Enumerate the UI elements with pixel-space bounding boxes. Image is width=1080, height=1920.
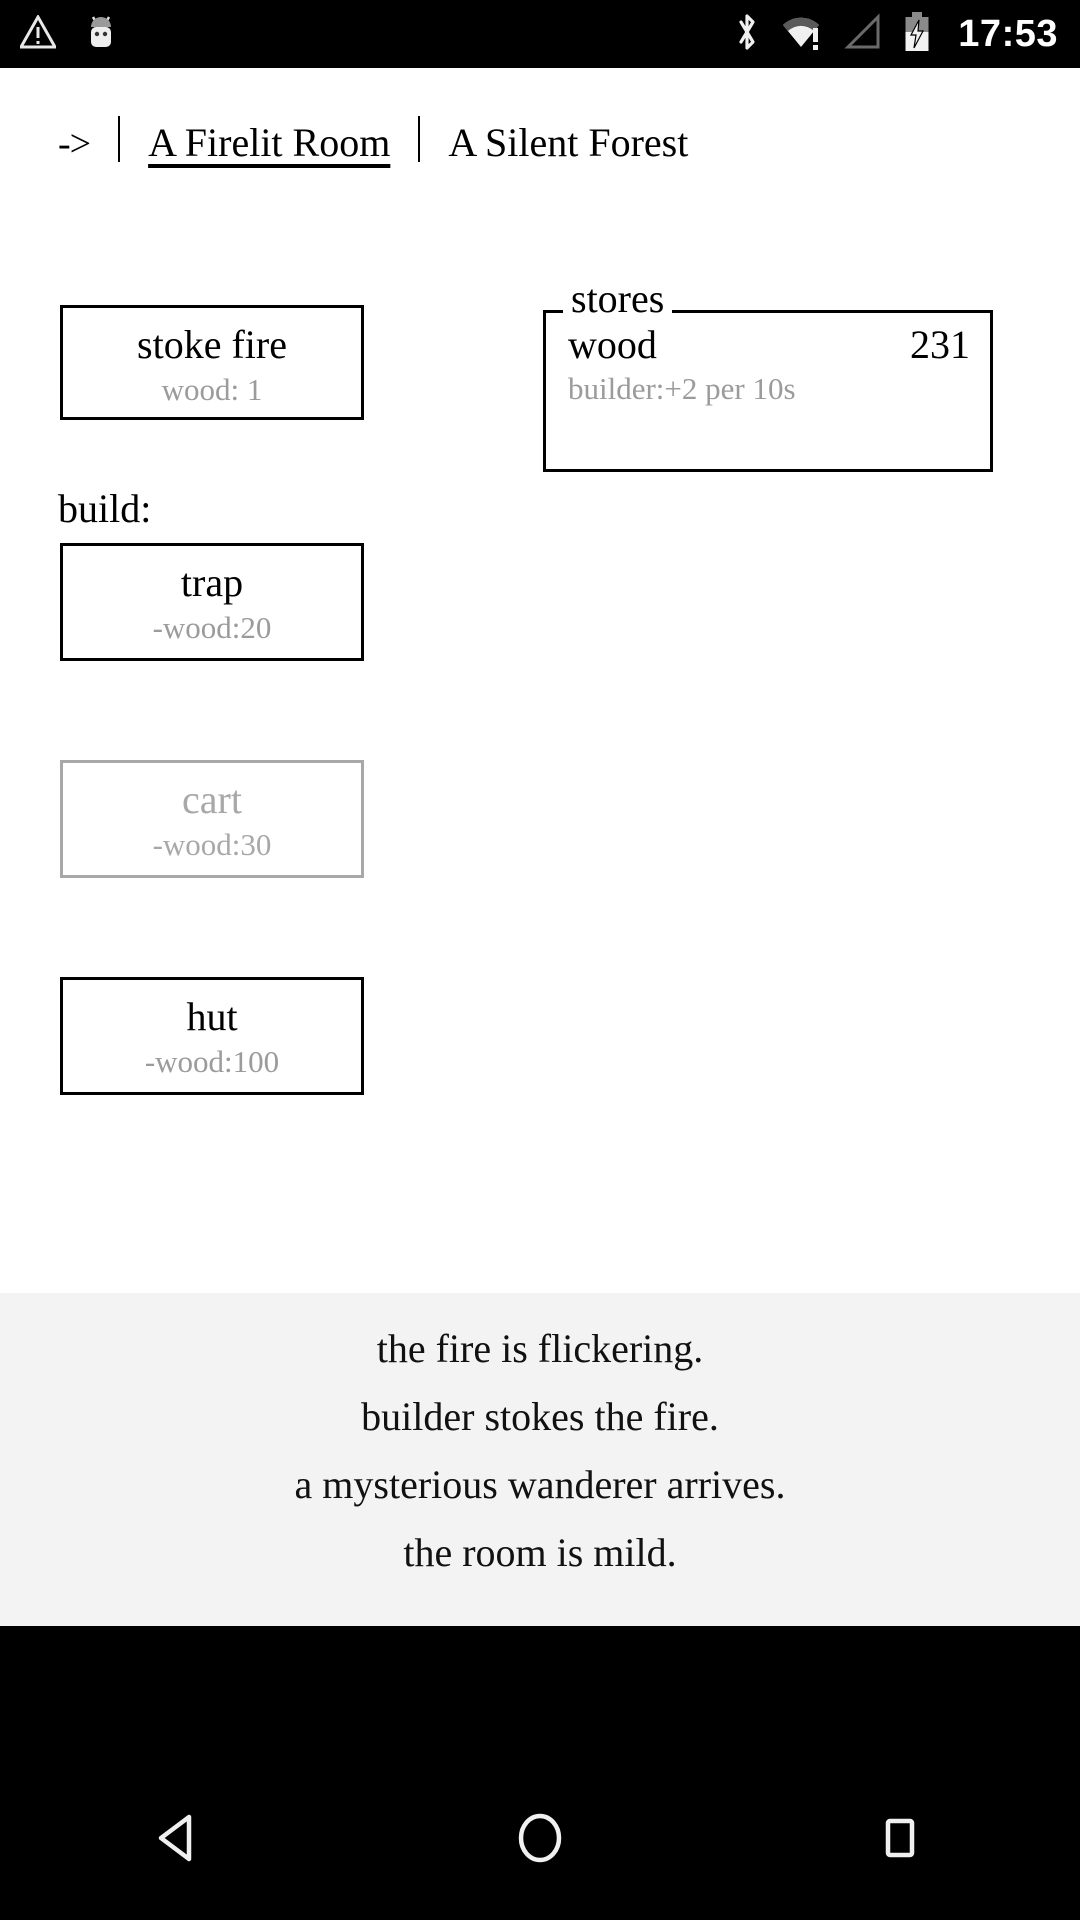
nav-recents-button[interactable] (810, 1760, 990, 1920)
nav-back-button[interactable] (90, 1760, 270, 1920)
tab-a-silent-forest[interactable]: A Silent Forest (448, 120, 689, 165)
recents-square-icon (871, 1809, 929, 1872)
build-trap-cost: -wood:20 (152, 610, 272, 645)
nav-separator-2 (418, 116, 421, 162)
build-trap-label: trap (180, 560, 244, 605)
android-bug-icon (84, 12, 118, 57)
build-hut-cost: -wood:100 (144, 1044, 280, 1079)
android-nav-bar (0, 1760, 1080, 1920)
battery-charging-icon (902, 10, 932, 59)
event-log-panel: the fire is flickering. builder stokes t… (0, 1293, 1080, 1626)
stoke-fire-label: stoke fire (137, 322, 287, 367)
log-line: the room is mild. (403, 1530, 677, 1575)
stoke-fire-button[interactable]: stoke fire wood: 1 (60, 305, 364, 420)
log-line: the fire is flickering. (376, 1326, 704, 1371)
log-line: a mysterious wanderer arrives. (294, 1462, 786, 1507)
status-bar-clock: 17:53 (958, 12, 1058, 55)
android-status-bar: 17:53 (0, 0, 1080, 68)
stores-panel: stores wood 231 builder:+2 per 10s (543, 279, 993, 472)
build-cart-button[interactable]: cart -wood:30 (60, 760, 364, 878)
stoke-fire-cost: wood: 1 (161, 372, 263, 407)
nav-arrow-indicator: -> (58, 123, 91, 165)
build-section-label: build: (58, 486, 152, 531)
build-trap-button[interactable]: trap -wood:20 (60, 543, 364, 661)
build-cart-label: cart (182, 777, 242, 822)
nav-home-button[interactable] (450, 1760, 630, 1920)
stores-wood-income-note: builder:+2 per 10s (568, 371, 796, 406)
game-main-panel: stoke fire wood: 1 build: trap -wood:20 … (0, 200, 1080, 1293)
build-hut-label: hut (186, 994, 238, 1039)
cell-signal-none-icon (844, 11, 884, 58)
status-bar-left-icons (0, 12, 118, 57)
stores-row-wood: wood 231 (568, 321, 970, 368)
status-bar-right-icons: 17:53 (732, 10, 1080, 59)
warning-triangle-icon (18, 13, 58, 54)
stores-wood-value: 231 (910, 322, 970, 367)
back-triangle-icon (151, 1809, 209, 1872)
location-nav: -> A Firelit Room A Silent Forest (0, 110, 1080, 166)
log-line: builder stokes the fire. (361, 1394, 719, 1439)
stores-wood-name: wood (568, 322, 657, 367)
build-hut-button[interactable]: hut -wood:100 (60, 977, 364, 1095)
stores-legend: stores (563, 279, 673, 319)
wifi-warning-icon (780, 11, 826, 58)
tab-a-firelit-room[interactable]: A Firelit Room (148, 120, 391, 165)
bluetooth-icon (732, 11, 762, 58)
home-circle-icon (511, 1809, 569, 1872)
build-cart-cost: -wood:30 (152, 827, 272, 862)
nav-separator-1 (118, 116, 121, 162)
